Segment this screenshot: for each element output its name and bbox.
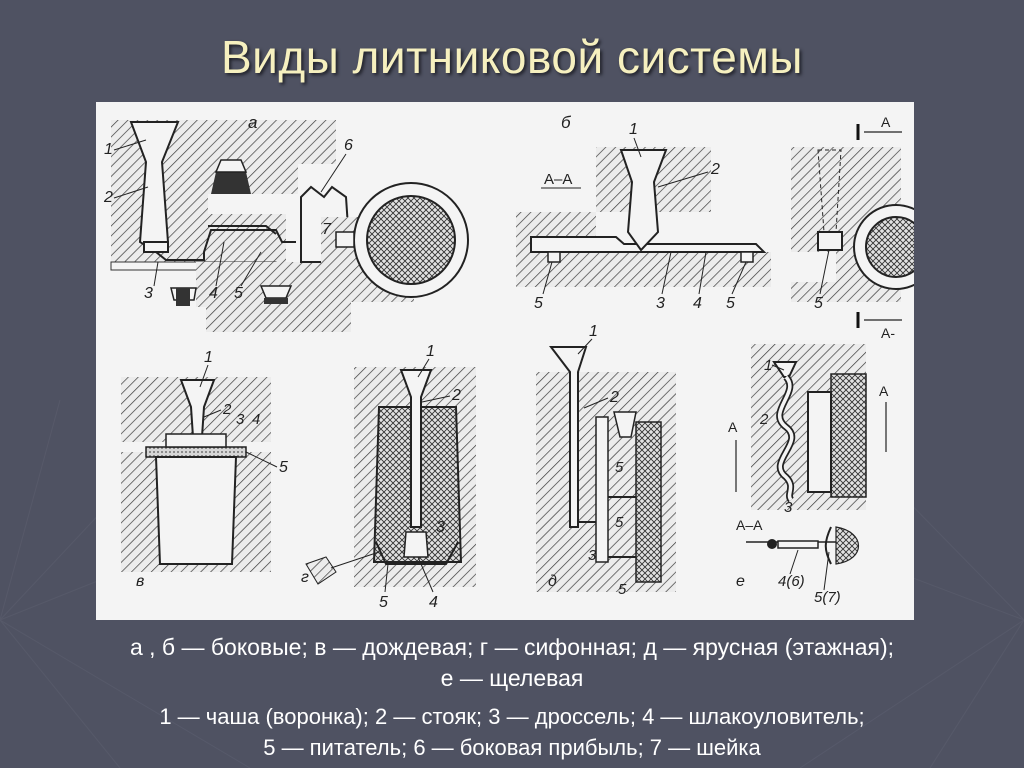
svg-text:5: 5 bbox=[279, 459, 288, 476]
svg-text:3: 3 bbox=[436, 519, 445, 536]
svg-text:5: 5 bbox=[615, 514, 624, 531]
caption-legend: 1 — чаша (воронка); 2 — стояк; 3 — дросс… bbox=[10, 701, 1014, 763]
svg-text:5(7): 5(7) bbox=[814, 589, 841, 606]
slide-title: Виды литниковой системы bbox=[221, 31, 803, 83]
section-label: А–А bbox=[544, 171, 572, 188]
svg-text:7: 7 bbox=[322, 221, 332, 238]
svg-text:5: 5 bbox=[379, 594, 388, 611]
panel-e: А А 1 2 3 А–А е 4(6) 5(7) bbox=[728, 344, 889, 606]
svg-text:2: 2 bbox=[710, 161, 720, 178]
panel-v: в 1 2 3 4 5 bbox=[121, 349, 288, 590]
svg-text:3: 3 bbox=[236, 411, 245, 428]
caption-line-1: а , б — боковые; в — дождевая; г — сифон… bbox=[129, 634, 895, 660]
panel-v-letter: в bbox=[136, 573, 144, 590]
panel-d-letter: д bbox=[548, 573, 557, 590]
svg-text:2: 2 bbox=[609, 389, 619, 406]
svg-text:5: 5 bbox=[615, 459, 624, 476]
svg-text:5: 5 bbox=[234, 285, 243, 302]
section-arrow-top: А bbox=[881, 114, 891, 130]
svg-text:А: А bbox=[728, 419, 738, 435]
svg-text:4: 4 bbox=[429, 594, 438, 611]
svg-text:5: 5 bbox=[726, 295, 735, 312]
gating-system-figure: а 1 2 3 4 5 6 7 б А– bbox=[96, 102, 914, 620]
svg-text:1: 1 bbox=[104, 141, 113, 158]
section-arrow-bottom: А- bbox=[881, 325, 895, 341]
panel-b-letter: б bbox=[561, 113, 572, 132]
svg-text:5: 5 bbox=[534, 295, 543, 312]
caption-types: а , б — боковые; в — дождевая; г — сифон… bbox=[10, 632, 1014, 694]
panel-e-letter: е bbox=[736, 573, 745, 590]
svg-text:1: 1 bbox=[426, 343, 435, 360]
svg-text:3: 3 bbox=[588, 547, 597, 564]
caption-line-2: е — щелевая bbox=[440, 665, 584, 691]
svg-text:1: 1 bbox=[589, 323, 598, 340]
svg-text:4(6): 4(6) bbox=[778, 573, 805, 590]
svg-text:3: 3 bbox=[144, 285, 153, 302]
svg-text:1: 1 bbox=[764, 357, 772, 374]
svg-text:6: 6 bbox=[344, 137, 353, 154]
caption-line-4: 5 — питатель; 6 — боковая прибыль; 7 — ш… bbox=[263, 735, 761, 760]
panel-b: б А–А 1 2 5 3 4 5 bbox=[516, 113, 771, 312]
svg-text:2: 2 bbox=[103, 189, 113, 206]
svg-text:А–А: А–А bbox=[736, 517, 763, 533]
svg-text:2: 2 bbox=[222, 401, 232, 418]
panel-b-section: А А- 5 bbox=[791, 114, 914, 341]
svg-text:1: 1 bbox=[629, 121, 638, 138]
svg-text:5: 5 bbox=[618, 581, 627, 598]
svg-text:2: 2 bbox=[451, 387, 461, 404]
panel-d: д 1 2 5 5 3 5 bbox=[536, 323, 676, 598]
svg-text:1: 1 bbox=[204, 349, 213, 366]
svg-text:3: 3 bbox=[784, 499, 793, 516]
svg-text:А: А bbox=[879, 383, 889, 399]
svg-text:4: 4 bbox=[252, 411, 260, 428]
svg-text:4: 4 bbox=[693, 295, 702, 312]
svg-text:3: 3 bbox=[656, 295, 665, 312]
panel-g-letter: г bbox=[301, 569, 309, 586]
svg-text:4: 4 bbox=[209, 285, 218, 302]
svg-text:5: 5 bbox=[814, 295, 823, 312]
caption-line-3: 1 — чаша (воронка); 2 — стояк; 3 — дросс… bbox=[159, 704, 865, 729]
panel-a: а 1 2 3 4 5 6 7 bbox=[103, 113, 469, 332]
panel-g: г 1 2 3 5 4 bbox=[301, 343, 476, 611]
gating-system-diagram: а 1 2 3 4 5 6 7 б А– bbox=[103, 113, 914, 611]
panel-a-letter: а bbox=[248, 113, 257, 132]
svg-text:2: 2 bbox=[759, 411, 769, 428]
